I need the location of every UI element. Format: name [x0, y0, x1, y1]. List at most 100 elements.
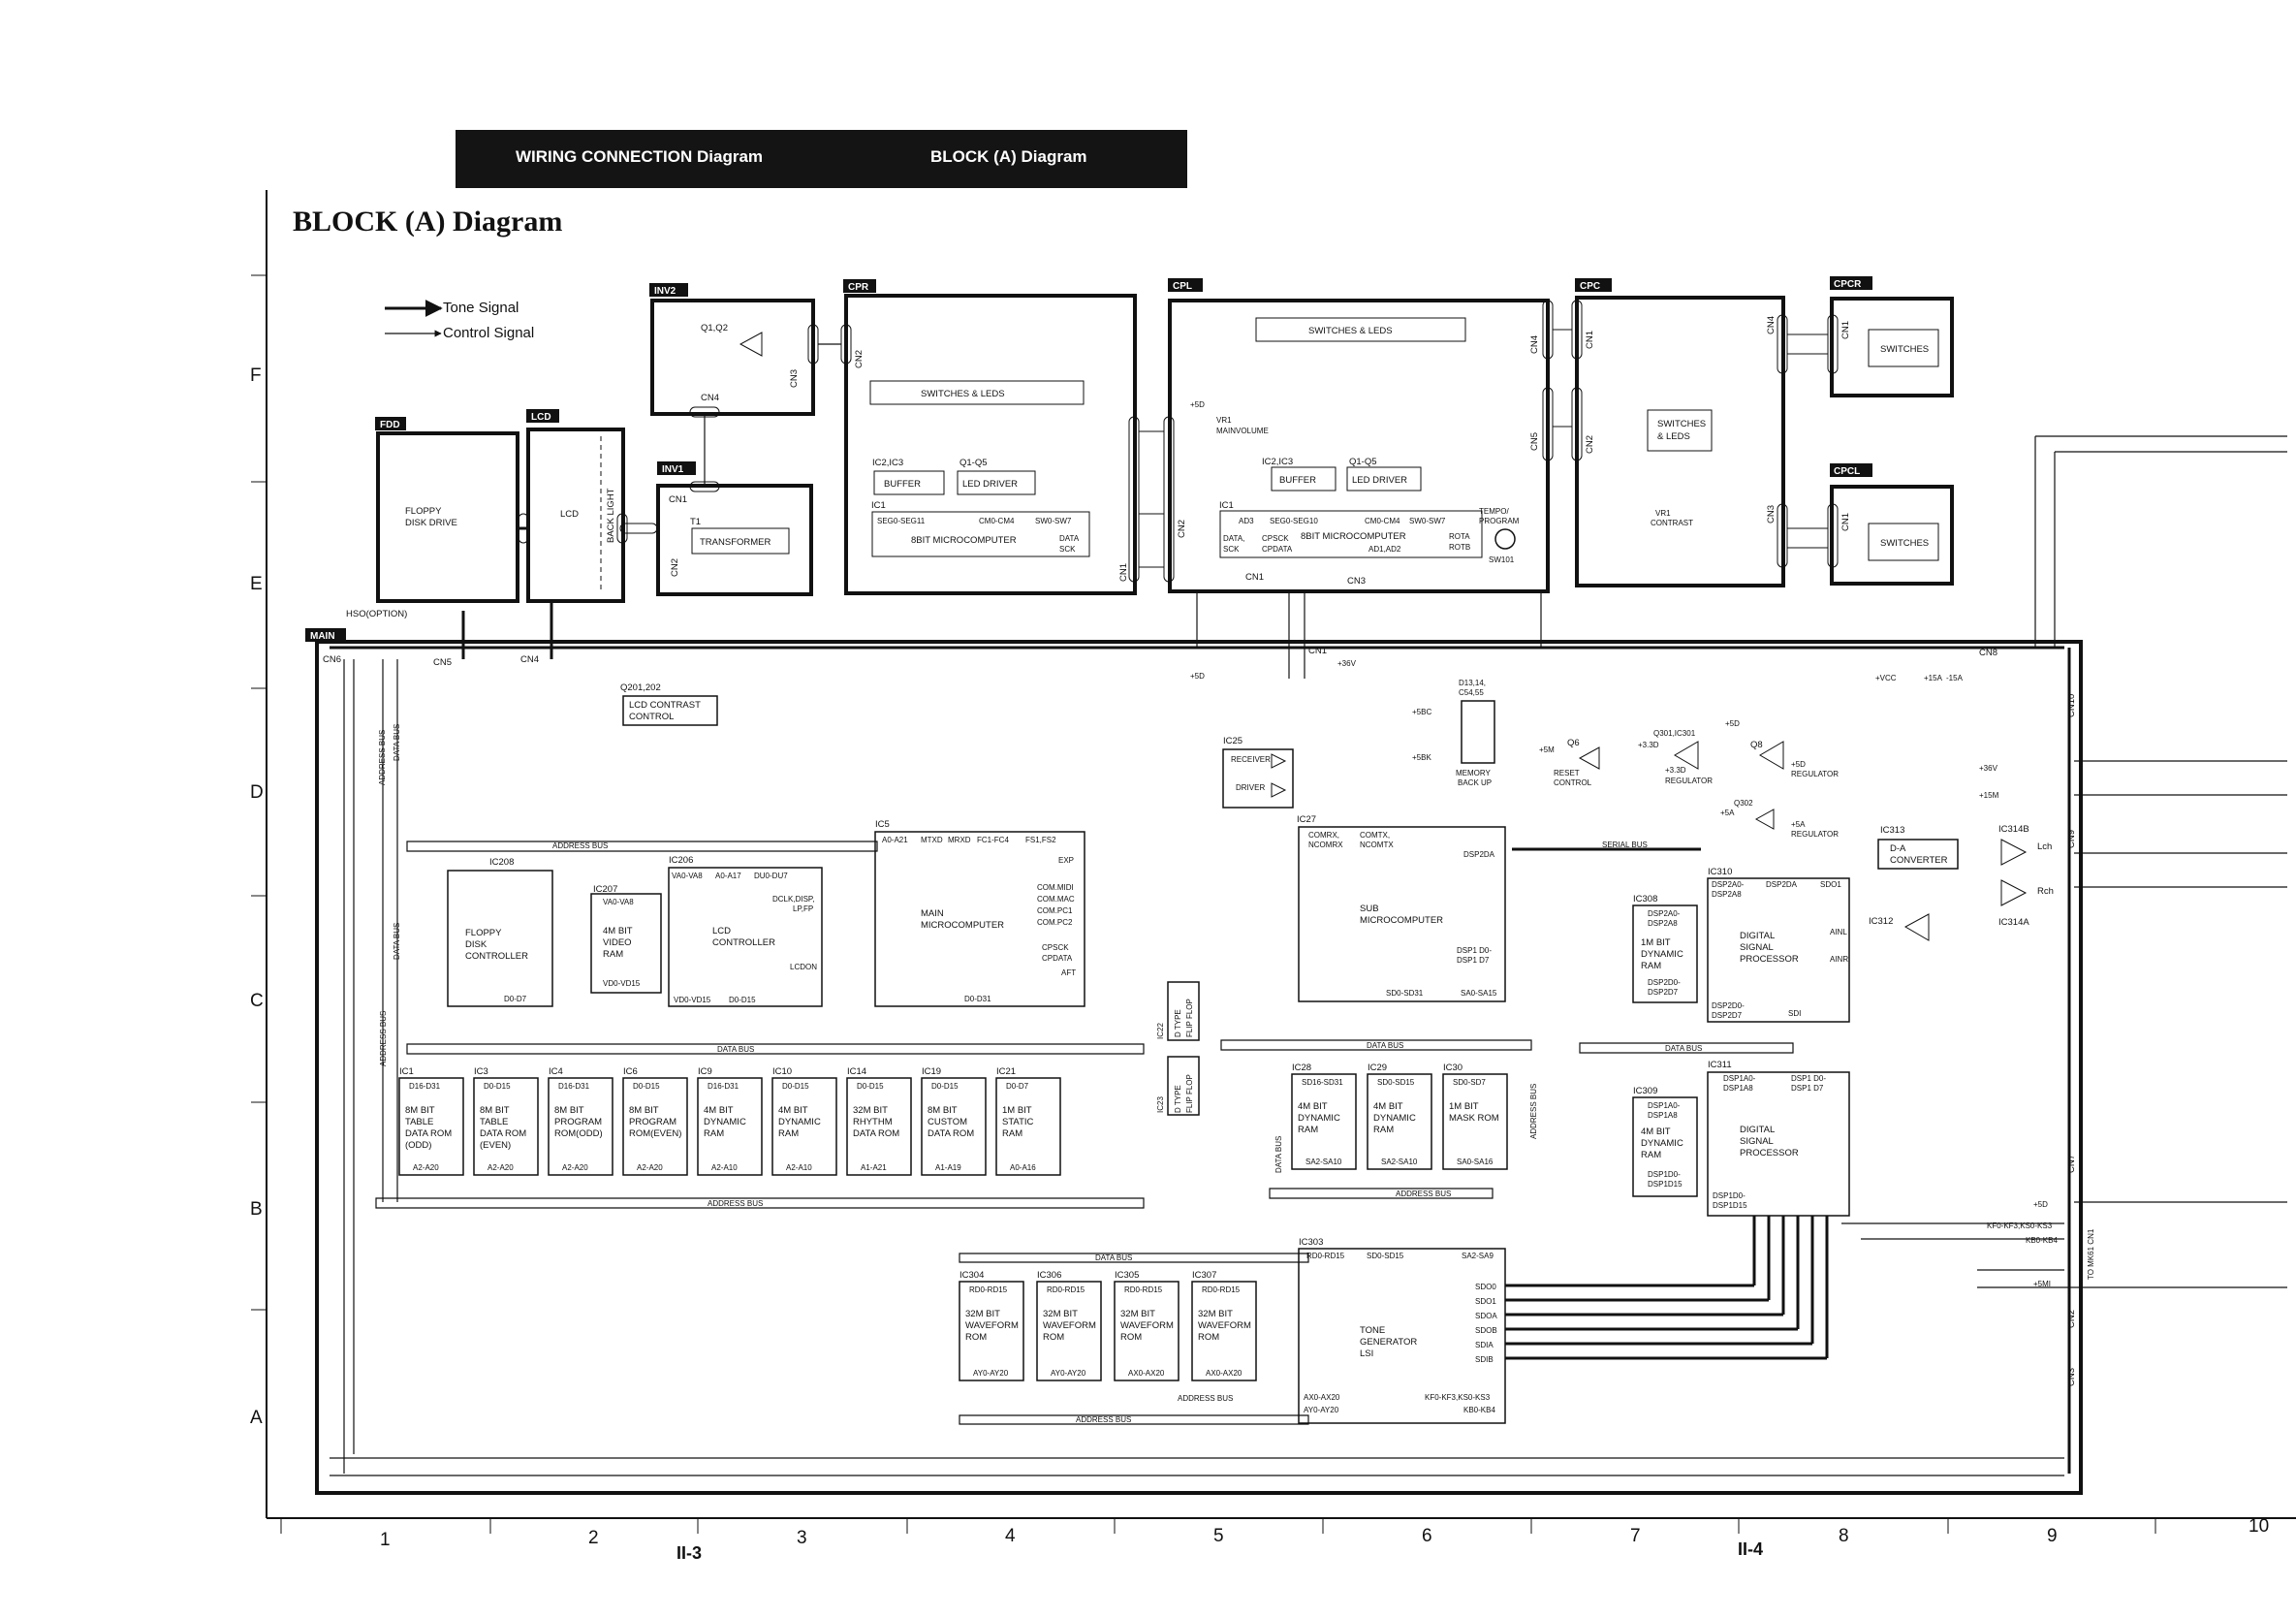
svg-text:IC2,IC3: IC2,IC3 — [872, 458, 903, 468]
svg-text:VD0-VD15: VD0-VD15 — [674, 996, 711, 1004]
chip-label: DYNAMIC — [778, 1117, 821, 1127]
svg-text:VA0-VA8: VA0-VA8 — [603, 898, 634, 906]
svg-text:COMTX,: COMTX, — [1360, 831, 1390, 840]
svg-text:MAINVOLUME: MAINVOLUME — [1216, 427, 1269, 435]
svg-text:BACK UP: BACK UP — [1458, 778, 1492, 787]
chip-pins-bottom: SA0-SA16 — [1457, 1158, 1494, 1166]
svg-text:Q1,Q2: Q1,Q2 — [701, 323, 728, 333]
svg-text:LCDON: LCDON — [790, 963, 817, 971]
svg-text:BUFFER: BUFFER — [884, 479, 921, 490]
chip-id: IC6 — [623, 1066, 638, 1077]
chip-label: CUSTOM — [928, 1117, 967, 1127]
svg-text:LCD: LCD — [560, 509, 579, 520]
chip-pins-top: SD0-SD7 — [1453, 1078, 1486, 1087]
svg-text:CN3: CN3 — [2066, 1368, 2077, 1386]
svg-text:DSP2A0-: DSP2A0- — [1712, 880, 1745, 889]
svg-text:DIGITAL: DIGITAL — [1740, 931, 1775, 941]
chip-label: ROM(EVEN) — [629, 1128, 681, 1139]
svg-text:KB0-KB4: KB0-KB4 — [2026, 1236, 2058, 1245]
svg-text:ROTB: ROTB — [1449, 543, 1470, 552]
chip-label: 8M BIT — [480, 1105, 510, 1116]
chip-id: IC30 — [1443, 1063, 1463, 1073]
svg-text:+36V: +36V — [1337, 659, 1357, 668]
chip-id: IC10 — [772, 1066, 792, 1077]
chip-pins-top: D16-D31 — [558, 1082, 590, 1091]
svg-text:FLIP FLOP: FLIP FLOP — [1185, 1074, 1194, 1113]
svg-text:Q6: Q6 — [1567, 738, 1580, 748]
ic207-video-ram: IC207 VA0-VA8 4M BIT VIDEO RAM VD0-VD15 — [590, 884, 662, 994]
svg-text:IC25: IC25 — [1223, 736, 1242, 746]
col-label: 7 — [1630, 1526, 1641, 1546]
svg-text:AD1,AD2: AD1,AD2 — [1368, 545, 1401, 554]
svg-text:CN5: CN5 — [433, 657, 452, 668]
col-label: 6 — [1422, 1526, 1432, 1546]
svg-text:SDOB: SDOB — [1475, 1326, 1497, 1335]
svg-text:BACK LIGHT: BACK LIGHT — [606, 488, 616, 543]
svg-text:ADDRESS BUS: ADDRESS BUS — [1178, 1394, 1233, 1403]
chip-id: IC19 — [922, 1066, 941, 1077]
chip-label: 1M BIT — [1002, 1105, 1032, 1116]
chip-label: MASK ROM — [1449, 1113, 1499, 1124]
svg-text:EXP: EXP — [1058, 856, 1074, 865]
svg-text:D13,14,: D13,14, — [1459, 679, 1486, 687]
tone-outputs — [1505, 1216, 1829, 1360]
svg-text:Q1-Q5: Q1-Q5 — [959, 458, 988, 468]
svg-text:SDI: SDI — [1788, 1009, 1801, 1018]
svg-text:MTXD: MTXD — [921, 836, 943, 844]
svg-text:RD0-RD15: RD0-RD15 — [1306, 1252, 1345, 1260]
svg-text:CONTROL: CONTROL — [629, 712, 674, 722]
svg-text:CPSCK: CPSCK — [1262, 534, 1289, 543]
svg-text:SDIB: SDIB — [1475, 1355, 1494, 1364]
chip-label: DYNAMIC — [1373, 1113, 1416, 1124]
svg-text:SA0-SA15: SA0-SA15 — [1461, 989, 1497, 998]
svg-text:A0-A17: A0-A17 — [715, 872, 741, 880]
svg-text:LCD: LCD — [531, 412, 551, 423]
svg-text:TRANSFORMER: TRANSFORMER — [700, 537, 771, 548]
chip-label: PROGRAM — [554, 1117, 602, 1127]
svg-text:DSP1D0-: DSP1D0- — [1648, 1170, 1681, 1179]
svg-text:SW0-SW7: SW0-SW7 — [1035, 517, 1072, 525]
svg-text:+15A: +15A — [1924, 674, 1943, 682]
board-fdd: FDD FLOPPY DISK DRIVE — [375, 417, 519, 603]
chip-label: WAVEFORM — [1043, 1320, 1096, 1331]
svg-text:HSO(OPTION): HSO(OPTION) — [346, 609, 407, 619]
ic27-sub-microcomputer: IC27 COMRX, NCOMRX COMTX, NCOMTX DSP2DA … — [1297, 814, 1506, 1002]
svg-text:DSP1 D7: DSP1 D7 — [1457, 956, 1490, 965]
chip-label: RAM — [1373, 1125, 1394, 1135]
svg-text:CONVERTER: CONVERTER — [1890, 855, 1948, 866]
svg-text:REGULATOR: REGULATOR — [1791, 830, 1839, 839]
svg-text:+5D: +5D — [2033, 1200, 2048, 1209]
svg-text:DSP2A8: DSP2A8 — [1648, 919, 1678, 928]
svg-text:INV1: INV1 — [662, 464, 684, 475]
svg-text:DSP2A0-: DSP2A0- — [1648, 909, 1681, 918]
svg-text:SDO1: SDO1 — [1820, 880, 1841, 889]
chip-id: IC304 — [959, 1270, 984, 1281]
svg-text:DATA BUS: DATA BUS — [393, 724, 401, 761]
chip-label: WAVEFORM — [1198, 1320, 1251, 1331]
svg-text:INV2: INV2 — [654, 286, 676, 297]
svg-text:MICROCOMPUTER: MICROCOMPUTER — [1360, 915, 1443, 926]
svg-text:DSP1 D0-: DSP1 D0- — [1457, 946, 1492, 955]
header-left: WIRING CONNECTION Diagram — [516, 147, 764, 166]
svg-text:CONTRAST: CONTRAST — [1651, 519, 1693, 527]
svg-text:CPCL: CPCL — [1834, 466, 1860, 477]
ic206-lcd-controller: IC206 VA0-VA8 A0-A17 DU0-DU7 DCLK,DISP, … — [668, 855, 823, 1007]
svg-text:CM0-CM4: CM0-CM4 — [1365, 517, 1400, 525]
svg-text:CONTROLLER: CONTROLLER — [712, 937, 775, 948]
svg-text:IC314B: IC314B — [1998, 824, 2029, 835]
ic5-main-microcomputer: IC5 A0-A21 MTXD MRXD FC1-FC4 FS1,FS2 EXP… — [874, 819, 1085, 1007]
svg-text:NCOMTX: NCOMTX — [1360, 841, 1394, 849]
svg-text:Q8: Q8 — [1750, 740, 1763, 750]
column-labels: 1 2 3 4 5 6 7 8 9 10 II-3 II-4 — [380, 1516, 2269, 1563]
chip-id: IC305 — [1115, 1270, 1139, 1281]
svg-text:CN6: CN6 — [323, 654, 341, 665]
svg-text:TO MK61 CN1: TO MK61 CN1 — [2087, 1228, 2095, 1280]
chip-label: 4M BIT — [1298, 1101, 1328, 1112]
svg-text:IC5: IC5 — [875, 819, 890, 830]
svg-text:DSP2A8: DSP2A8 — [1712, 890, 1742, 899]
